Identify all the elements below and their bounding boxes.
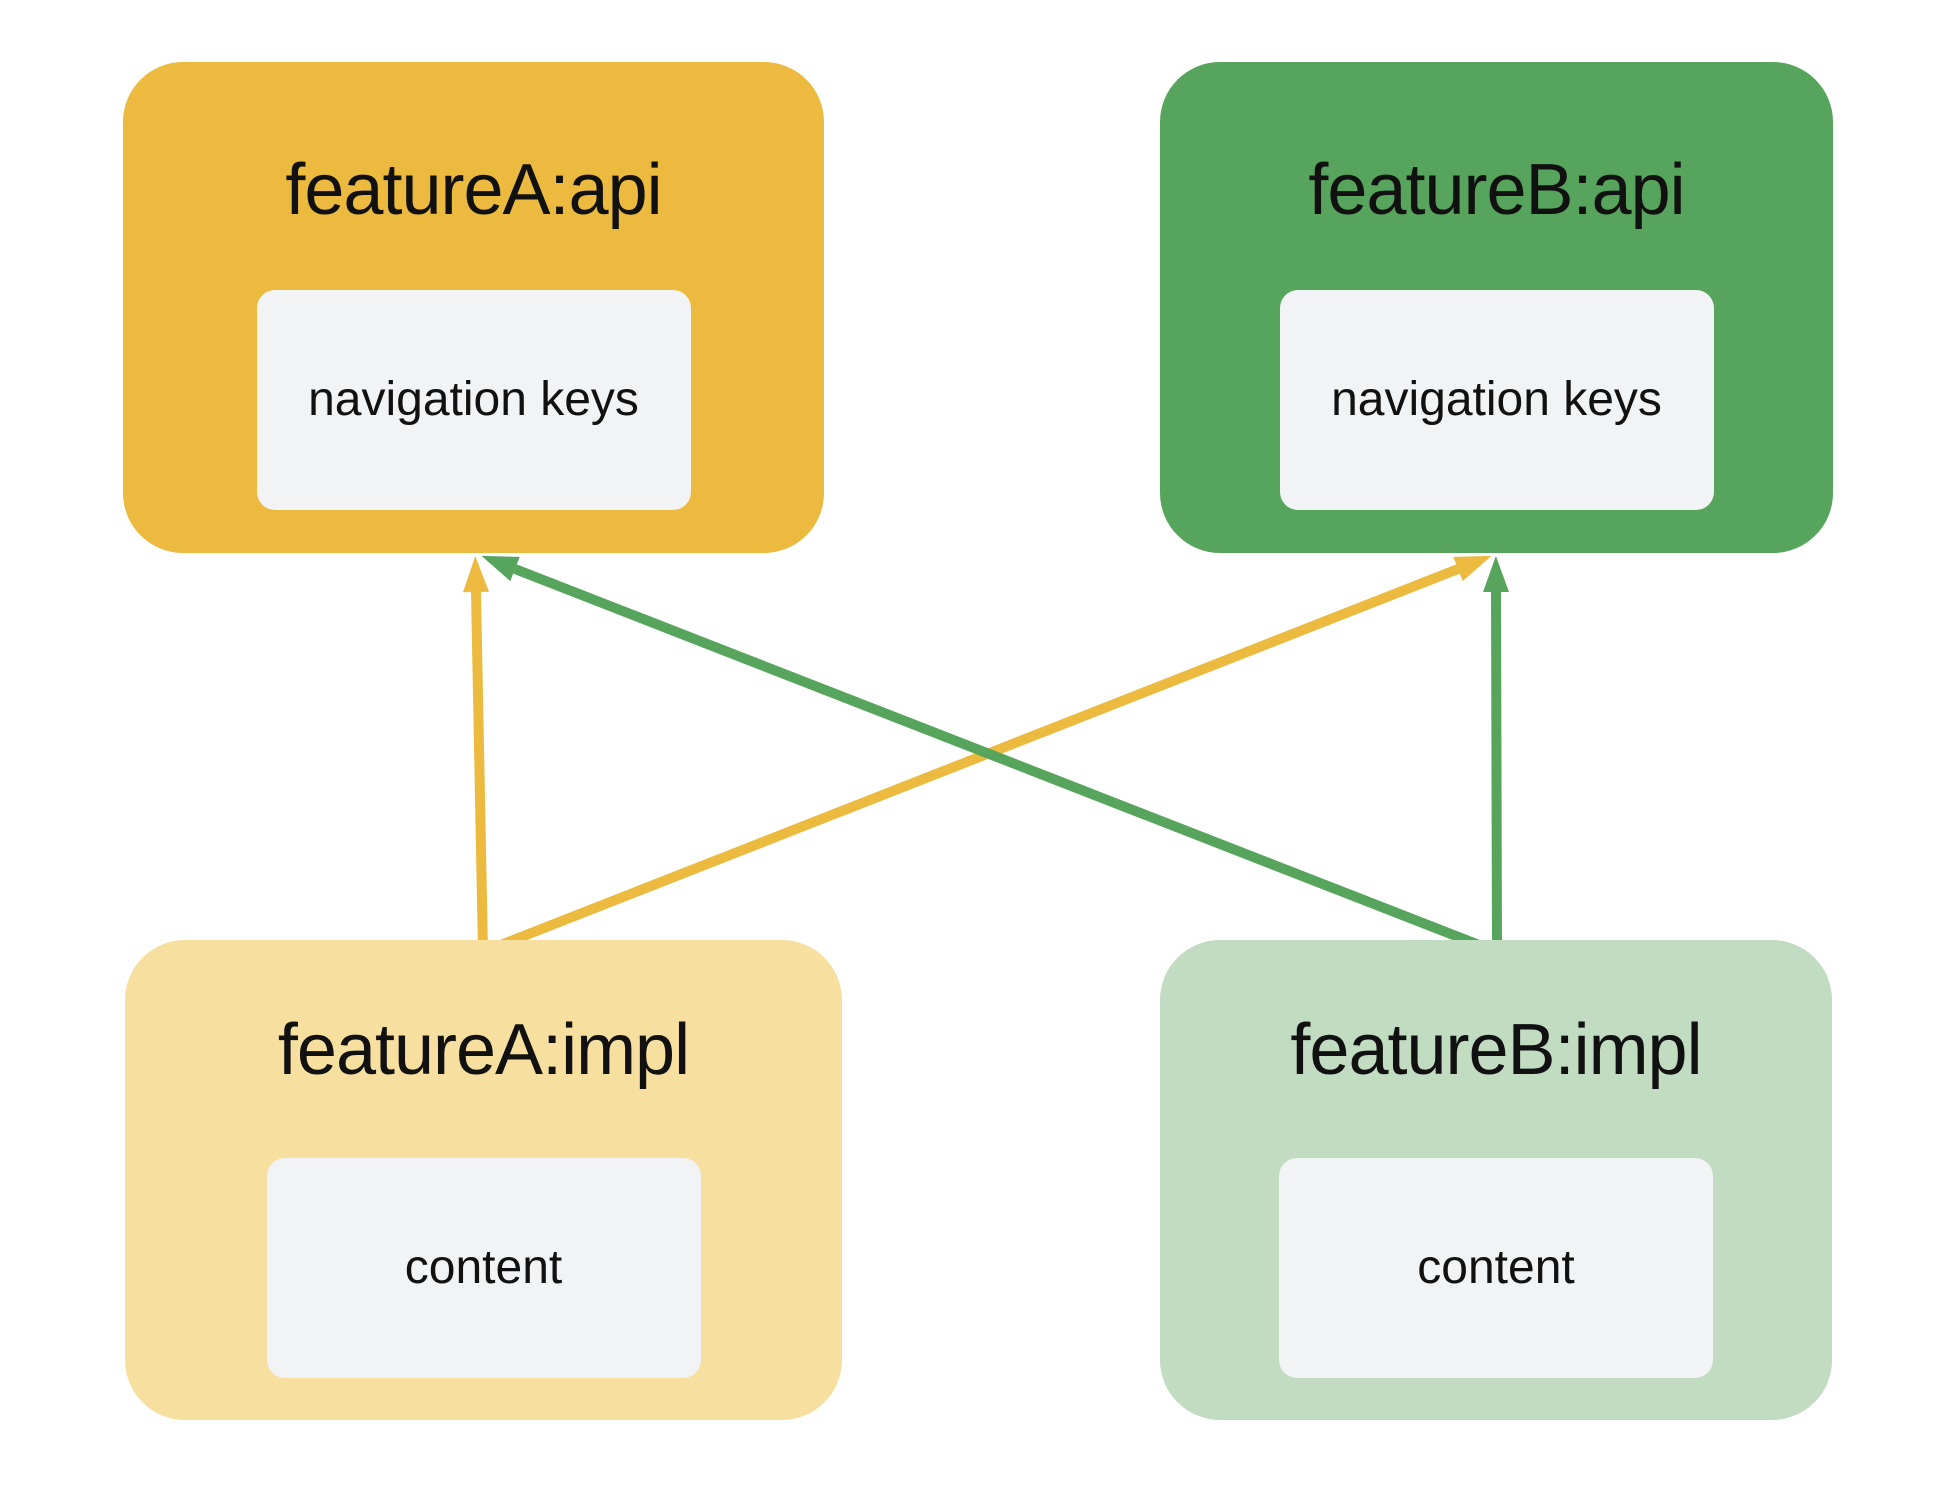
inner-box-label: navigation keys	[1331, 373, 1662, 426]
module-featureB-impl: featureB:impl content	[1160, 940, 1832, 1420]
arrow-featureBimpl-to-featureAapi	[481, 555, 1499, 957]
inner-box-label: content	[1417, 1241, 1575, 1294]
arrow-featureAimpl-to-featureBapi	[481, 555, 1492, 957]
module-featureB-api: featureB:api navigation keys	[1160, 62, 1833, 553]
arrow-featureAimpl-to-featureAapi	[463, 556, 489, 953]
module-title: featureB:api	[1308, 150, 1685, 230]
inner-box-label: content	[404, 1241, 563, 1294]
module-featureA-impl: featureA:impl content	[125, 940, 842, 1420]
content-box: content	[266, 1158, 701, 1378]
inner-box-label: navigation keys	[308, 373, 639, 426]
module-title: featureB:impl	[1290, 1010, 1702, 1090]
module-title: featureA:impl	[277, 1010, 690, 1090]
content-box: content	[1279, 1158, 1713, 1378]
navigation-keys-box: navigation keys	[256, 290, 691, 510]
module-title: featureA:api	[285, 150, 662, 230]
module-featureA-api: featureA:api navigation keys	[123, 62, 824, 553]
navigation-keys-box: navigation keys	[1279, 290, 1714, 510]
arrow-featureBimpl-to-featureBapi	[1483, 556, 1509, 953]
